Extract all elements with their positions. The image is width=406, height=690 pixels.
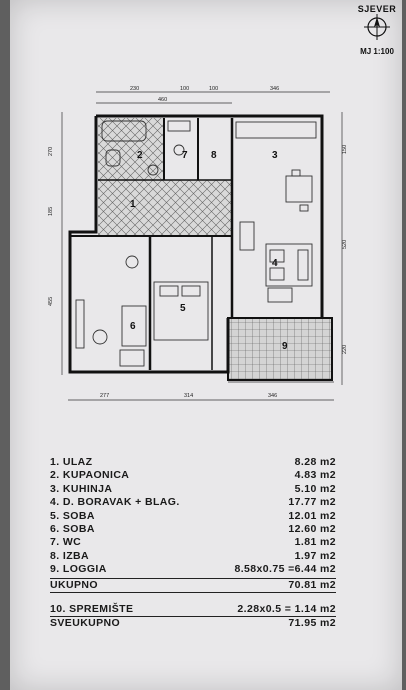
room-name: 2. KUPAONICA — [50, 469, 130, 482]
room-area: 1.81 m2 — [294, 536, 336, 549]
fixtures — [75, 120, 317, 367]
room-number-5: 5 — [180, 303, 186, 314]
room-name: 4. D. BORAVAK + BLAG. — [50, 496, 180, 509]
room-area: 5.10 m2 — [294, 482, 336, 495]
room-row: 6. SOBA 12.60 m2 — [50, 523, 336, 536]
room-row: 7. WC 1.81 m2 — [50, 536, 336, 549]
dim-right-2: 520 — [342, 240, 348, 249]
dim-left-1: 270 — [48, 147, 54, 156]
dim-left-2: 185 — [48, 207, 54, 216]
room-name: 7. WC — [50, 536, 82, 549]
room-area: 8.28 m2 — [294, 456, 336, 468]
dim-right-3: 220 — [342, 345, 348, 354]
room-area: 1.97 m2 — [294, 549, 336, 562]
scale-label: MJ 1:100 — [360, 47, 394, 56]
grand-total-row: SVEUKUPNO 71.95 m2 — [50, 617, 336, 630]
room-number-7: 7 — [182, 150, 188, 161]
entrance-floor — [98, 180, 233, 235]
room-name: 6. SOBA — [50, 522, 95, 535]
room-area: 4.83 m2 — [294, 469, 336, 482]
total-row: UKUPNO 70.81 m2 — [50, 577, 336, 593]
room-area: 8.58x0.75 =6.44 m2 — [234, 563, 336, 576]
room-row: 2. KUPAONICA 4.83 m2 — [50, 469, 336, 482]
floor-plan: 230 100 100 346 460 270 185 455 150 520 … — [48, 86, 348, 401]
room-name: 9. LOGGIA — [50, 563, 107, 576]
dimension-lines — [61, 91, 343, 401]
north-indicator: SJEVER MJ 1:100 — [354, 4, 400, 56]
dim-bottom-4: 346 — [268, 393, 277, 399]
dim-bottom-3: 314 — [184, 393, 193, 399]
room-row: 3. KUHINJA 5.10 m2 — [50, 483, 336, 496]
dim-bottom-2: 277 — [100, 393, 109, 399]
room-row: 5. SOBA 12.01 m2 — [50, 510, 336, 523]
dim-top-4: 346 — [270, 86, 279, 92]
storage-row: 10. SPREMIŠTE 2.28x0.5 = 1.14 m2 — [50, 602, 336, 618]
compass-icon — [364, 14, 390, 40]
dim-right-1: 150 — [342, 145, 348, 154]
walls — [68, 114, 333, 381]
dim-top-1: 230 — [130, 86, 139, 92]
room-number-9: 9 — [282, 341, 288, 352]
room-row: 4. D. BORAVAK + BLAG. 17.77 m2 — [50, 496, 336, 509]
room-name: 3. KUHINJA — [50, 482, 113, 495]
storage-area: 2.28x0.5 = 1.14 m2 — [237, 602, 336, 615]
room-number-2: 2 — [137, 150, 143, 161]
room-row: 1. ULAZ 8.28 m2 — [50, 456, 336, 469]
dim-top-3: 100 — [209, 86, 218, 92]
room-name: 8. IZBA — [50, 549, 89, 562]
dim-top-2: 100 — [180, 86, 189, 92]
room-area: 12.01 m2 — [288, 509, 336, 522]
total-label: UKUPNO — [50, 578, 98, 591]
grand-total-area: 71.95 m2 — [288, 617, 336, 630]
room-number-3: 3 — [272, 150, 278, 161]
room-name: 5. SOBA — [50, 509, 95, 522]
area-schedule: 1. ULAZ 8.28 m2 2. KUPAONICA 4.83 m2 3. KU… — [50, 456, 336, 631]
grand-total-label: SVEUKUPNO — [50, 617, 121, 630]
room-row: 9. LOGGIA 8.58x0.75 =6.44 m2 — [50, 563, 336, 576]
north-label: SJEVER — [357, 4, 397, 14]
room-row: 8. IZBA 1.97 m2 — [50, 550, 336, 563]
room-name: 1. ULAZ — [50, 456, 93, 468]
room-area: 17.77 m2 — [288, 496, 336, 509]
dim-left-3: 455 — [48, 297, 54, 306]
total-area: 70.81 m2 — [288, 578, 336, 591]
room-number-8: 8 — [211, 150, 217, 161]
dim-top-5: 460 — [158, 97, 167, 103]
room-number-1: 1 — [130, 199, 136, 210]
room-area: 12.60 m2 — [288, 522, 336, 535]
room-number-6: 6 — [130, 321, 136, 332]
bathroom-floor — [98, 118, 164, 180]
room-number-4: 4 — [272, 258, 278, 269]
storage-label: 10. SPREMIŠTE — [50, 602, 134, 615]
loggia-floor — [228, 318, 332, 380]
